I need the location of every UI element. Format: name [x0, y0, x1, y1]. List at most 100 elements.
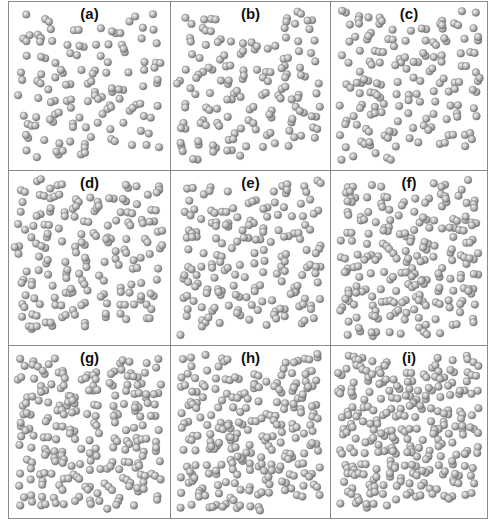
sphere	[258, 489, 266, 497]
sphere	[143, 141, 151, 149]
sphere	[413, 425, 421, 433]
sphere	[372, 218, 380, 226]
sphere	[212, 385, 220, 393]
sphere	[207, 443, 215, 451]
sphere	[97, 52, 105, 60]
sphere	[240, 234, 248, 242]
sphere	[15, 250, 23, 258]
sphere	[377, 430, 385, 438]
sphere	[245, 221, 253, 229]
sphere	[224, 113, 232, 121]
sphere	[404, 435, 412, 443]
sphere	[154, 102, 162, 110]
sphere	[137, 254, 145, 262]
sphere	[459, 431, 467, 439]
sphere	[390, 299, 398, 307]
sphere	[472, 372, 480, 380]
sphere	[125, 459, 133, 467]
sphere	[222, 221, 230, 229]
sphere	[451, 85, 459, 93]
sphere	[96, 497, 104, 505]
sphere	[457, 300, 465, 308]
sphere	[380, 268, 388, 276]
sphere	[379, 490, 387, 498]
sphere	[84, 287, 92, 295]
sphere	[299, 391, 307, 399]
sphere	[449, 439, 457, 447]
sphere	[37, 175, 45, 183]
sphere	[394, 118, 402, 126]
sphere	[130, 424, 138, 432]
sphere	[62, 258, 70, 266]
sphere	[200, 250, 208, 258]
sphere	[289, 115, 297, 123]
sphere	[381, 362, 389, 370]
sphere	[241, 273, 249, 281]
sphere	[454, 101, 462, 109]
sphere	[427, 405, 435, 413]
sphere	[135, 462, 143, 470]
sphere	[177, 474, 185, 482]
sphere	[143, 435, 151, 443]
sphere	[229, 205, 237, 213]
sphere	[403, 309, 411, 317]
sphere	[447, 102, 455, 110]
sphere	[386, 206, 394, 214]
sphere	[376, 59, 384, 67]
sphere	[45, 221, 53, 229]
sphere	[75, 475, 83, 483]
sphere	[383, 194, 391, 202]
sphere	[314, 350, 322, 358]
sphere	[209, 503, 217, 511]
sphere	[59, 147, 67, 155]
sphere	[415, 297, 423, 305]
sphere	[411, 208, 419, 216]
sphere	[426, 224, 434, 232]
sphere	[23, 147, 31, 155]
sphere	[112, 247, 120, 255]
sphere	[350, 153, 358, 161]
sphere	[360, 216, 368, 224]
sphere	[14, 220, 22, 228]
sphere	[401, 462, 409, 470]
sphere	[361, 449, 369, 457]
sphere	[437, 393, 445, 401]
sphere	[395, 102, 403, 110]
sphere	[193, 404, 201, 412]
sphere	[379, 203, 387, 211]
sphere	[133, 183, 141, 191]
sphere	[92, 445, 100, 453]
sphere	[133, 444, 141, 452]
sphere	[435, 461, 443, 469]
sphere	[267, 129, 275, 137]
sphere	[423, 374, 431, 382]
sphere	[112, 392, 120, 400]
sphere	[230, 282, 238, 290]
sphere	[347, 84, 355, 92]
sphere	[365, 32, 373, 40]
sphere	[206, 187, 214, 195]
sphere	[92, 232, 100, 240]
sphere	[97, 465, 105, 473]
sphere	[370, 407, 378, 415]
sphere	[432, 316, 440, 324]
sphere	[382, 376, 390, 384]
sphere	[87, 78, 95, 86]
sphere	[278, 372, 286, 380]
sphere	[207, 412, 215, 420]
sphere	[368, 181, 376, 189]
sphere	[445, 495, 453, 503]
sphere	[47, 98, 55, 106]
sphere	[44, 230, 52, 238]
sphere	[393, 255, 401, 263]
sphere	[407, 238, 415, 246]
sphere	[58, 302, 66, 310]
sphere	[297, 71, 305, 79]
sphere	[152, 207, 160, 215]
sphere	[379, 48, 387, 56]
sphere	[61, 375, 69, 383]
sphere	[281, 312, 289, 320]
sphere	[201, 383, 209, 391]
sphere	[71, 311, 79, 319]
sphere	[133, 201, 141, 209]
